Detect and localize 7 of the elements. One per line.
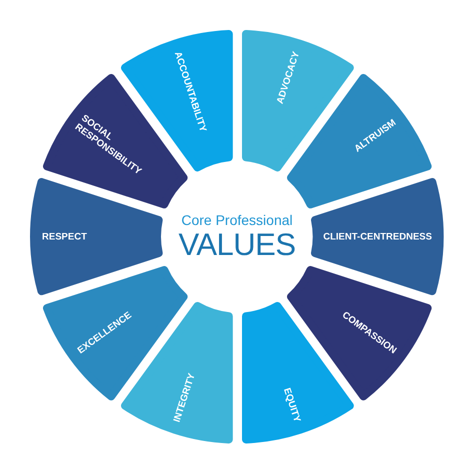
ring-segment <box>311 178 444 296</box>
value-label: RESPECT <box>42 231 87 243</box>
subtitle-text: Core Professional <box>181 212 293 228</box>
ring-segment <box>30 178 163 296</box>
heading-text: VALUES <box>178 228 296 262</box>
ring-segment <box>242 30 354 172</box>
value-label: CLIENT-CENTREDNESS <box>323 231 432 243</box>
